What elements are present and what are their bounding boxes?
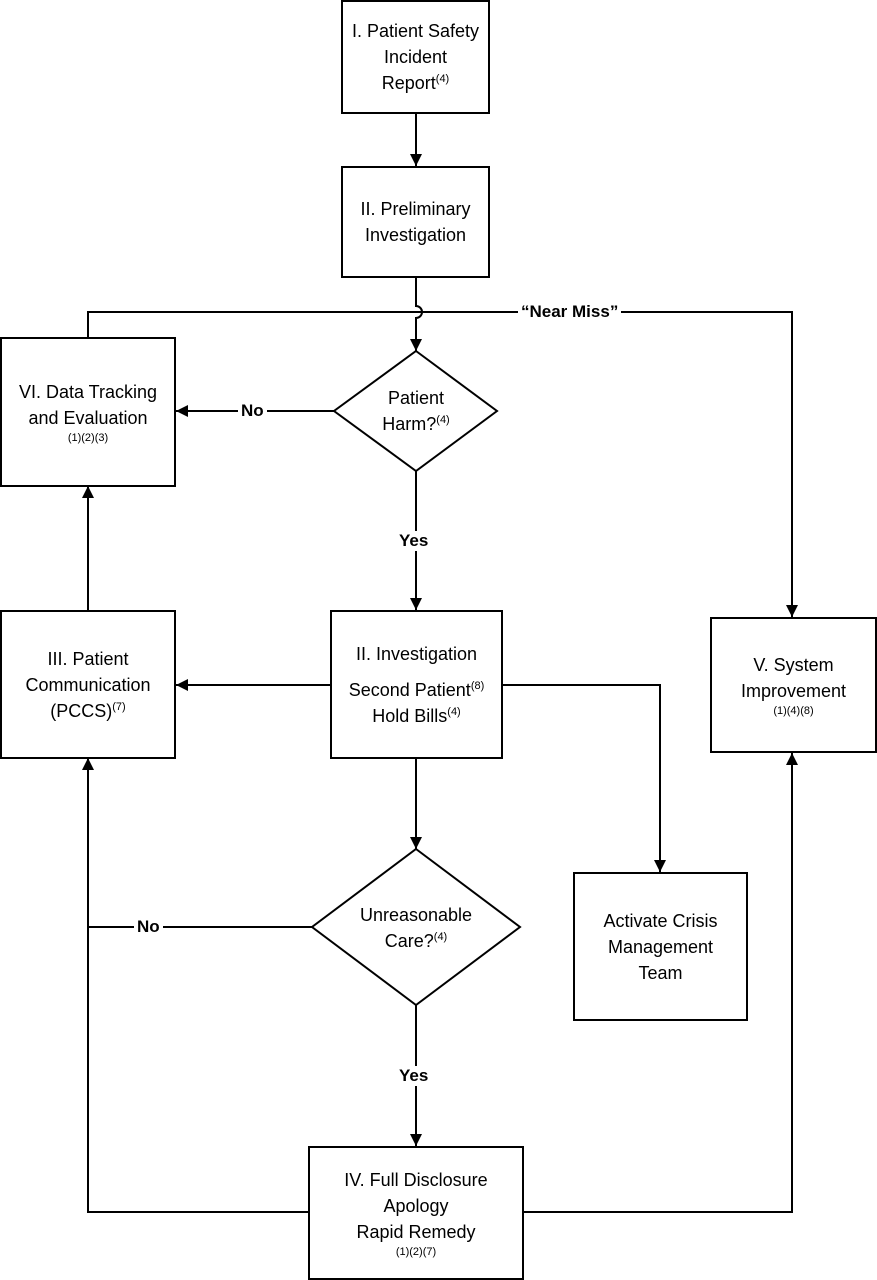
preliminary-investigation-line2: Investigation [364, 225, 467, 245]
edge-investigation-to-crisis [503, 684, 666, 872]
unreasonable-care-text: Unreasonable Care?(4) [336, 902, 496, 954]
investigation-line3: Hold Bills [372, 705, 448, 726]
near-miss-label: “Near Miss” [518, 302, 622, 322]
incident-report-line1: I. Patient Safety [351, 21, 480, 41]
patient-harm-line2: Harm? [382, 414, 437, 434]
edge-disclosure-to-system [524, 753, 798, 1213]
unreasonable-care-ref: (4) [433, 931, 448, 943]
full-disclosure-line2: Apology [383, 1196, 449, 1216]
care-no-label: No [134, 917, 163, 937]
data-tracking-box: VI. Data Tracking and Evaluation (1)(2)(… [0, 337, 176, 487]
patient-communication-line3: (PCCS) [50, 700, 113, 721]
crisis-team-box: Activate Crisis Management Team [573, 872, 748, 1021]
harm-no-label: No [238, 401, 267, 421]
harm-yes-label: Yes [396, 531, 432, 551]
edge-preliminary-to-harm [410, 277, 423, 351]
data-tracking-line2: and Evaluation [28, 408, 148, 428]
incident-report-box: I. Patient Safety Incident Report(4) [341, 0, 490, 114]
full-disclosure-refs: (1)(2)(7) [395, 1246, 437, 1258]
system-improvement-box: V. System Improvement (1)(4)(8) [710, 617, 877, 753]
preliminary-investigation-box: II. Preliminary Investigation [341, 166, 490, 278]
patient-harm-text: Patient Harm?(4) [346, 385, 486, 437]
investigation-box: II. Investigation Second Patient(8) Hold… [330, 610, 503, 759]
full-disclosure-line1: IV. Full Disclosure [344, 1170, 488, 1190]
patient-communication-line2: Communication [25, 674, 151, 695]
edge-disclosure-to-communication [87, 927, 308, 1213]
data-tracking-refs: (1)(2)(3) [67, 432, 109, 444]
unreasonable-care-line1: Unreasonable [359, 905, 473, 925]
full-disclosure-box: IV. Full Disclosure Apology Rapid Remedy… [308, 1146, 524, 1280]
data-tracking-line1: VI. Data Tracking [18, 382, 158, 402]
investigation-line1: II. Investigation [355, 643, 478, 664]
patient-harm-diamond [332, 349, 499, 473]
crisis-team-line3: Team [638, 962, 683, 983]
system-improvement-refs: (1)(4)(8) [773, 705, 814, 717]
patient-harm-line1: Patient [387, 388, 445, 408]
patient-communication-line1: III. Patient [47, 648, 129, 669]
incident-report-line2: Incident [383, 47, 448, 67]
full-disclosure-line3: Rapid Remedy [356, 1222, 476, 1242]
investigation-ref3: (4) [447, 705, 461, 718]
patient-communication-box: III. Patient Communication (PCCS)(7) [0, 610, 176, 759]
incident-report-line3: Report [381, 73, 436, 93]
crisis-team-line2: Management [607, 936, 714, 957]
edge-care-no [82, 758, 312, 928]
crisis-team-line1: Activate Crisis [603, 910, 718, 931]
patient-communication-ref: (7) [112, 700, 126, 713]
care-yes-label: Yes [396, 1066, 432, 1086]
system-improvement-line2: Improvement [740, 681, 847, 701]
investigation-ref2: (8) [470, 679, 485, 692]
incident-report-ref: (4) [435, 73, 450, 85]
patient-harm-ref: (4) [436, 414, 450, 426]
system-improvement-line1: V. System [753, 655, 834, 675]
unreasonable-care-line2: Care? [384, 931, 434, 951]
unreasonable-care-diamond [310, 847, 522, 1007]
investigation-line2: Second Patient [348, 679, 471, 700]
preliminary-investigation-line1: II. Preliminary [360, 199, 471, 219]
edge-data-tracking-loop [87, 311, 798, 617]
